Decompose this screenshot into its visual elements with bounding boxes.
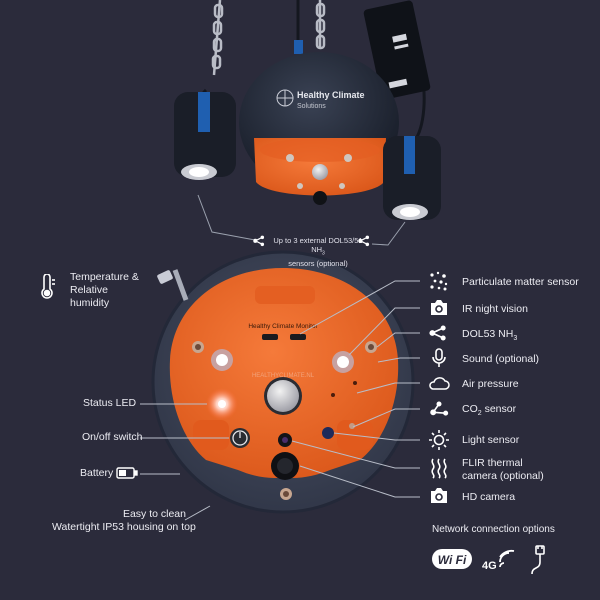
temp-line2: Relative <box>70 284 108 296</box>
right-connectors <box>291 280 420 498</box>
battery-label: Battery <box>80 467 114 479</box>
left-connectors <box>140 403 229 521</box>
clean-line1: Easy to clean <box>122 508 186 520</box>
cellular-badge: 4G <box>480 545 520 573</box>
dol53-label: DOL53 NH3 <box>462 328 517 345</box>
cloud-icon <box>428 375 450 391</box>
clean-line2: Watertight IP53 housing on top <box>52 521 196 533</box>
flir-line1: FLIR thermal <box>462 457 523 469</box>
status-led-label: Status LED <box>83 397 137 409</box>
co2-post: sensor <box>481 403 517 415</box>
caption-line1: Up to 3 external DOL53/51 NH <box>273 236 363 254</box>
camera-icon <box>429 487 449 505</box>
temp-line3: humidity <box>70 297 110 309</box>
dol53-sub: 3 <box>513 335 518 343</box>
onoff-switch-label: On/off switch <box>82 431 143 443</box>
controller-box <box>363 0 431 100</box>
dol53-text: DOL53 NH <box>462 328 514 340</box>
microphone-icon <box>430 348 448 368</box>
top-caption-connectors <box>197 194 406 246</box>
battery-icon <box>116 467 138 479</box>
ir-night-vision-label: IR night vision <box>462 303 528 315</box>
caption-sub: 3 <box>322 250 325 257</box>
external-sensors-caption: Up to 3 external DOL53/51 NH3 sensors (o… <box>268 236 368 268</box>
logo-mark <box>276 89 294 107</box>
sun-icon <box>428 429 450 451</box>
co2-pre: CO <box>462 403 478 415</box>
hanging-chains <box>211 0 326 76</box>
temperature-probe <box>157 269 189 301</box>
network-title: Network connection options <box>432 524 555 535</box>
heat-waves-icon <box>429 457 449 479</box>
co2-label: CO2 sensor <box>462 403 516 420</box>
brand-line2: Solutions <box>297 103 326 110</box>
air-pressure-label: Air pressure <box>462 378 519 390</box>
light-sensor-label: Light sensor <box>462 434 520 446</box>
brand-line1: Healthy Climate <box>297 90 365 100</box>
temp-line1: Temperature & <box>70 271 139 283</box>
cell-text: 4G <box>482 560 497 572</box>
camera-icon <box>429 299 449 317</box>
external-sensor-left <box>174 92 236 180</box>
ethernet-cable-icon <box>528 544 552 576</box>
bottom-device <box>151 250 415 514</box>
flir-line2: camera (optional) <box>462 470 544 482</box>
molecule-icon <box>253 234 267 247</box>
thermometer-icon <box>38 274 56 300</box>
sound-label: Sound (optional) <box>462 353 540 365</box>
co2-sub: 2 <box>477 410 482 418</box>
flir-label: FLIR thermal camera (optional) <box>462 457 544 483</box>
molecule-icon <box>358 234 372 247</box>
clean-label: Easy to clean Watertight IP53 housing on… <box>52 508 196 534</box>
temperature-label: Temperature & Relative humidity <box>70 271 139 310</box>
hd-camera-label: HD camera <box>462 491 516 503</box>
top-device-dome <box>239 52 399 205</box>
device-label: Healthy Climate Monitor <box>248 323 318 330</box>
wifi-text: Wi Fi <box>438 553 467 567</box>
external-sensor-right <box>383 136 441 220</box>
device-url: HEALTHYCLIMATE.NL <box>252 373 315 379</box>
molecule-icon <box>429 400 449 418</box>
wifi-badge: Wi Fi <box>431 547 473 571</box>
molecule-icon <box>429 324 449 342</box>
particulate-label: Particulate matter sensor <box>462 276 579 288</box>
particles-icon <box>429 271 449 291</box>
caption-line2: sensors (optional) <box>288 258 348 268</box>
